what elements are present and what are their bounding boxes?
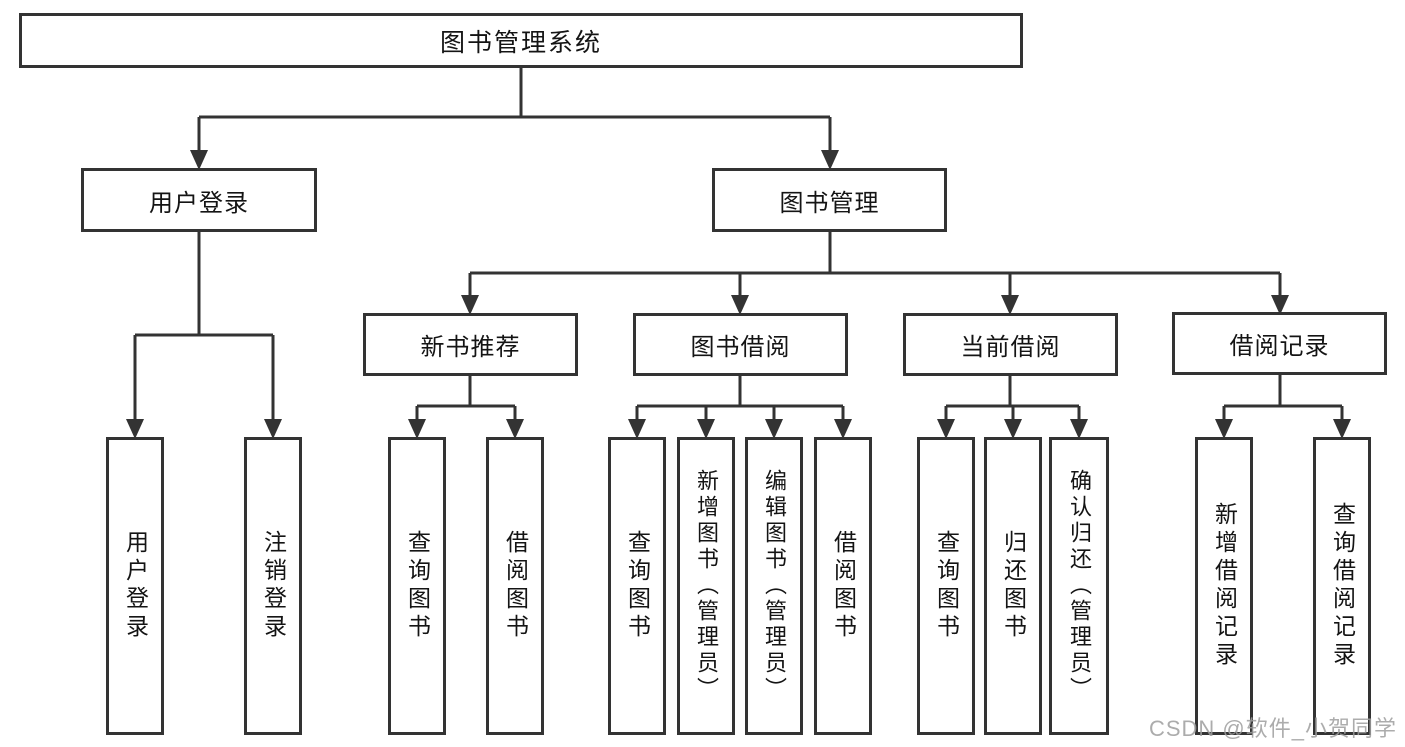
leaf-confirm-return-admin: 确认归还（管理员） (1049, 437, 1109, 735)
leaf-borrow-book-2: 借阅图书 (814, 437, 872, 735)
node-new-book-recommend: 新书推荐 (363, 313, 578, 376)
arrowhead-icon (1004, 419, 1022, 439)
arrowhead-icon (731, 295, 749, 315)
node-root-library-system: 图书管理系统 (19, 13, 1023, 68)
arrowhead-icon (697, 419, 715, 439)
node-label: 用户登录 (122, 530, 149, 642)
node-label: 查询借阅记录 (1329, 502, 1356, 670)
connector-root-to-level2 (197, 68, 832, 153)
arrowhead-icon (1070, 419, 1088, 439)
node-label: 新增借阅记录 (1211, 502, 1238, 670)
node-label: 注销登录 (260, 530, 287, 642)
connector-bookborrow-to-leaves (635, 376, 845, 420)
node-user-login: 用户登录 (81, 168, 317, 232)
node-label: 用户登录 (149, 189, 249, 217)
connector-bookmgmt-to-level3 (468, 232, 1282, 298)
arrowhead-icon (628, 419, 646, 439)
node-label: 图书管理系统 (439, 28, 602, 57)
arrowhead-icon (506, 419, 524, 439)
node-label: 图书借阅 (690, 334, 791, 361)
node-label: 归还图书 (1000, 530, 1027, 642)
node-label: 新书推荐 (420, 334, 521, 361)
leaf-add-borrow-record: 新增借阅记录 (1195, 437, 1253, 735)
arrowhead-icon (1271, 295, 1289, 315)
arrowhead-icon (408, 419, 426, 439)
arrowhead-icon (821, 150, 839, 170)
leaf-query-book-2: 查询图书 (608, 437, 666, 735)
leaf-query-borrow-record: 查询借阅记录 (1313, 437, 1371, 735)
leaf-add-book-admin: 新增图书（管理员） (677, 437, 735, 735)
arrowhead-icon (834, 419, 852, 439)
node-label: 借阅记录 (1229, 333, 1330, 360)
node-label: 新增图书（管理员） (694, 469, 719, 703)
connector-newbook-to-leaves (415, 376, 517, 420)
arrowhead-icon (765, 419, 783, 439)
node-label: 当前借阅 (960, 334, 1061, 361)
arrowhead-icon (264, 419, 282, 439)
arrowhead-icon (937, 419, 955, 439)
arrowhead-icon (461, 295, 479, 315)
node-label: 图书管理 (779, 189, 880, 217)
leaf-borrow-book-1: 借阅图书 (486, 437, 544, 735)
node-label: 借阅图书 (830, 530, 857, 642)
node-label: 借阅图书 (502, 530, 529, 642)
arrowhead-icon (1333, 419, 1351, 439)
node-label: 确认归还（管理员） (1067, 469, 1092, 703)
leaf-return-book: 归还图书 (984, 437, 1042, 735)
leaf-query-book-1: 查询图书 (388, 437, 446, 735)
arrowhead-icon (1001, 295, 1019, 315)
node-label: 查询图书 (404, 530, 431, 642)
connector-currentborrow-to-leaves (944, 376, 1081, 420)
leaf-user-login: 用户登录 (106, 437, 164, 735)
node-label: 查询图书 (933, 530, 960, 642)
leaf-query-book-3: 查询图书 (917, 437, 975, 735)
arrowhead-icon (126, 419, 144, 439)
arrowhead-icon (1215, 419, 1233, 439)
node-label: 编辑图书（管理员） (762, 469, 787, 703)
connector-userlogin-to-leaves (133, 232, 275, 420)
node-book-management: 图书管理 (712, 168, 947, 232)
leaf-edit-book-admin: 编辑图书（管理员） (745, 437, 803, 735)
csdn-watermark: CSDN @软件_小贺同学 (1148, 716, 1397, 741)
connector-borrowrecord-to-leaves (1222, 375, 1344, 420)
leaf-logout: 注销登录 (244, 437, 302, 735)
node-borrow-record: 借阅记录 (1172, 312, 1387, 375)
arrowheads (126, 150, 1351, 439)
node-label: 查询图书 (624, 530, 651, 642)
node-book-borrow: 图书借阅 (633, 313, 848, 376)
arrowhead-icon (190, 150, 208, 170)
node-current-borrow: 当前借阅 (903, 313, 1118, 376)
